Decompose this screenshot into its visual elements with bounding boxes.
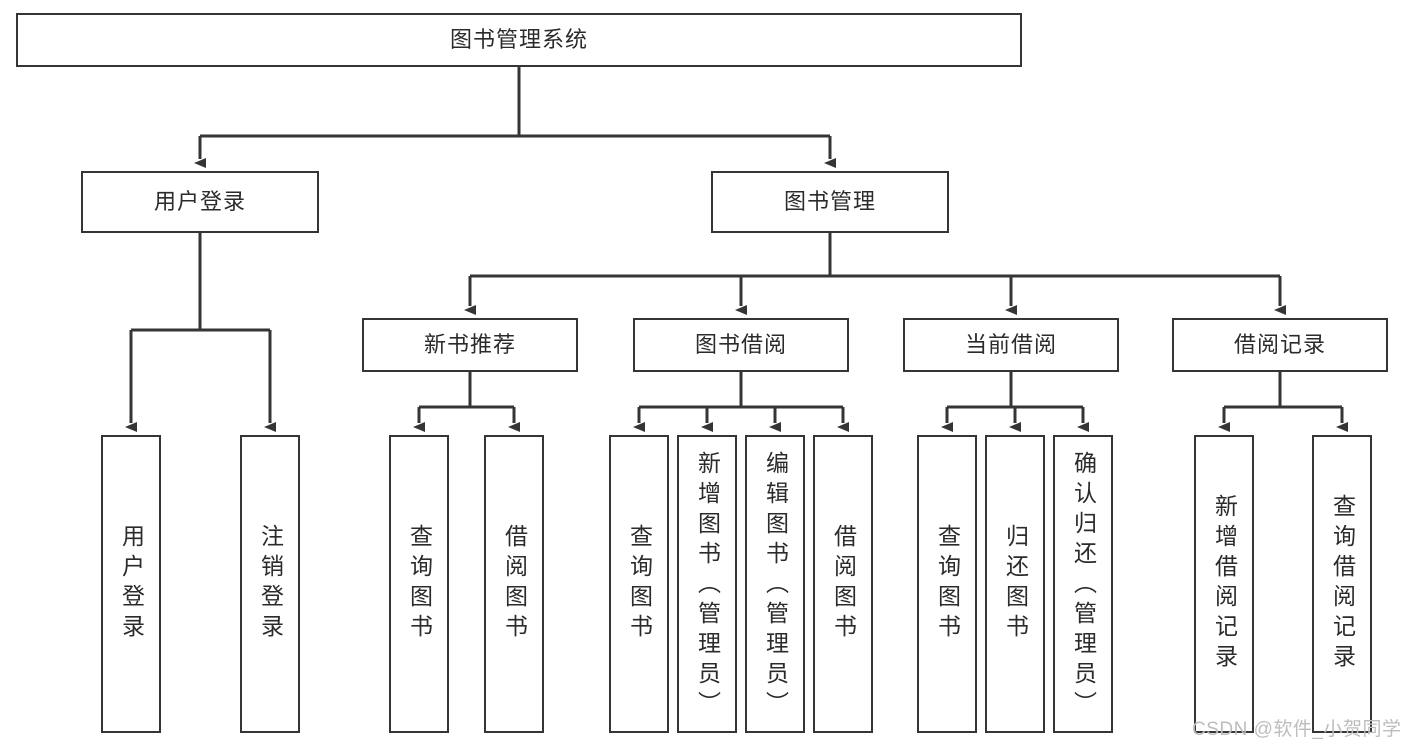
node-user-login[interactable]: 用户登录 xyxy=(81,171,319,233)
leaf-add-borrow-record[interactable]: 新增借阅记录 xyxy=(1194,435,1254,733)
leaf-query-borrow-record-label: 查询借阅记录 xyxy=(1329,494,1356,674)
leaf-query-book-current-label: 查询图书 xyxy=(934,524,961,644)
leaf-query-book-recommend-label: 查询图书 xyxy=(406,524,433,644)
node-borrow-record-label: 借阅记录 xyxy=(1233,331,1326,357)
leaf-query-book-borrow-label: 查询图书 xyxy=(626,524,653,644)
node-book-management[interactable]: 图书管理 xyxy=(711,171,949,233)
leaf-borrow-book-label: 借阅图书 xyxy=(830,524,857,644)
node-new-book-recommend-label: 新书推荐 xyxy=(423,331,516,357)
leaf-borrow-book-recommend[interactable]: 借阅图书 xyxy=(484,435,544,733)
node-user-login-label: 用户登录 xyxy=(153,188,246,214)
leaf-query-book-recommend[interactable]: 查询图书 xyxy=(389,435,449,733)
leaf-edit-book-admin[interactable]: 编辑图书（管理员） xyxy=(745,435,805,733)
leaf-borrow-book-recommend-label: 借阅图书 xyxy=(501,524,528,644)
node-current-borrow[interactable]: 当前借阅 xyxy=(903,318,1119,372)
leaf-borrow-book[interactable]: 借阅图书 xyxy=(813,435,873,733)
leaf-logout-label: 注销登录 xyxy=(257,524,284,644)
node-book-borrow[interactable]: 图书借阅 xyxy=(633,318,849,372)
node-root-label: 图书管理系统 xyxy=(449,26,588,52)
node-borrow-record[interactable]: 借阅记录 xyxy=(1172,318,1388,372)
node-current-borrow-label: 当前借阅 xyxy=(964,331,1057,357)
node-root[interactable]: 图书管理系统 xyxy=(16,13,1022,67)
leaf-confirm-return-admin[interactable]: 确认归还（管理员） xyxy=(1053,435,1113,733)
leaf-edit-book-admin-label: 编辑图书（管理员） xyxy=(762,451,789,721)
leaf-user-login-label: 用户登录 xyxy=(118,524,145,644)
leaf-add-book-admin-label: 新增图书（管理员） xyxy=(694,451,721,721)
leaf-query-book-borrow[interactable]: 查询图书 xyxy=(609,435,669,733)
leaf-logout[interactable]: 注销登录 xyxy=(240,435,300,733)
node-book-borrow-label: 图书借阅 xyxy=(694,331,787,357)
leaf-return-book[interactable]: 归还图书 xyxy=(985,435,1045,733)
leaf-add-borrow-record-label: 新增借阅记录 xyxy=(1211,494,1238,674)
node-new-book-recommend[interactable]: 新书推荐 xyxy=(362,318,578,372)
leaf-confirm-return-admin-label: 确认归还（管理员） xyxy=(1070,451,1097,721)
node-book-management-label: 图书管理 xyxy=(783,188,876,214)
leaf-return-book-label: 归还图书 xyxy=(1002,524,1029,644)
leaf-add-book-admin[interactable]: 新增图书（管理员） xyxy=(677,435,737,733)
leaf-query-book-current[interactable]: 查询图书 xyxy=(917,435,977,733)
leaf-user-login[interactable]: 用户登录 xyxy=(101,435,161,733)
leaf-query-borrow-record[interactable]: 查询借阅记录 xyxy=(1312,435,1372,733)
watermark: CSDN @软件_小贺同学 xyxy=(1192,719,1402,740)
